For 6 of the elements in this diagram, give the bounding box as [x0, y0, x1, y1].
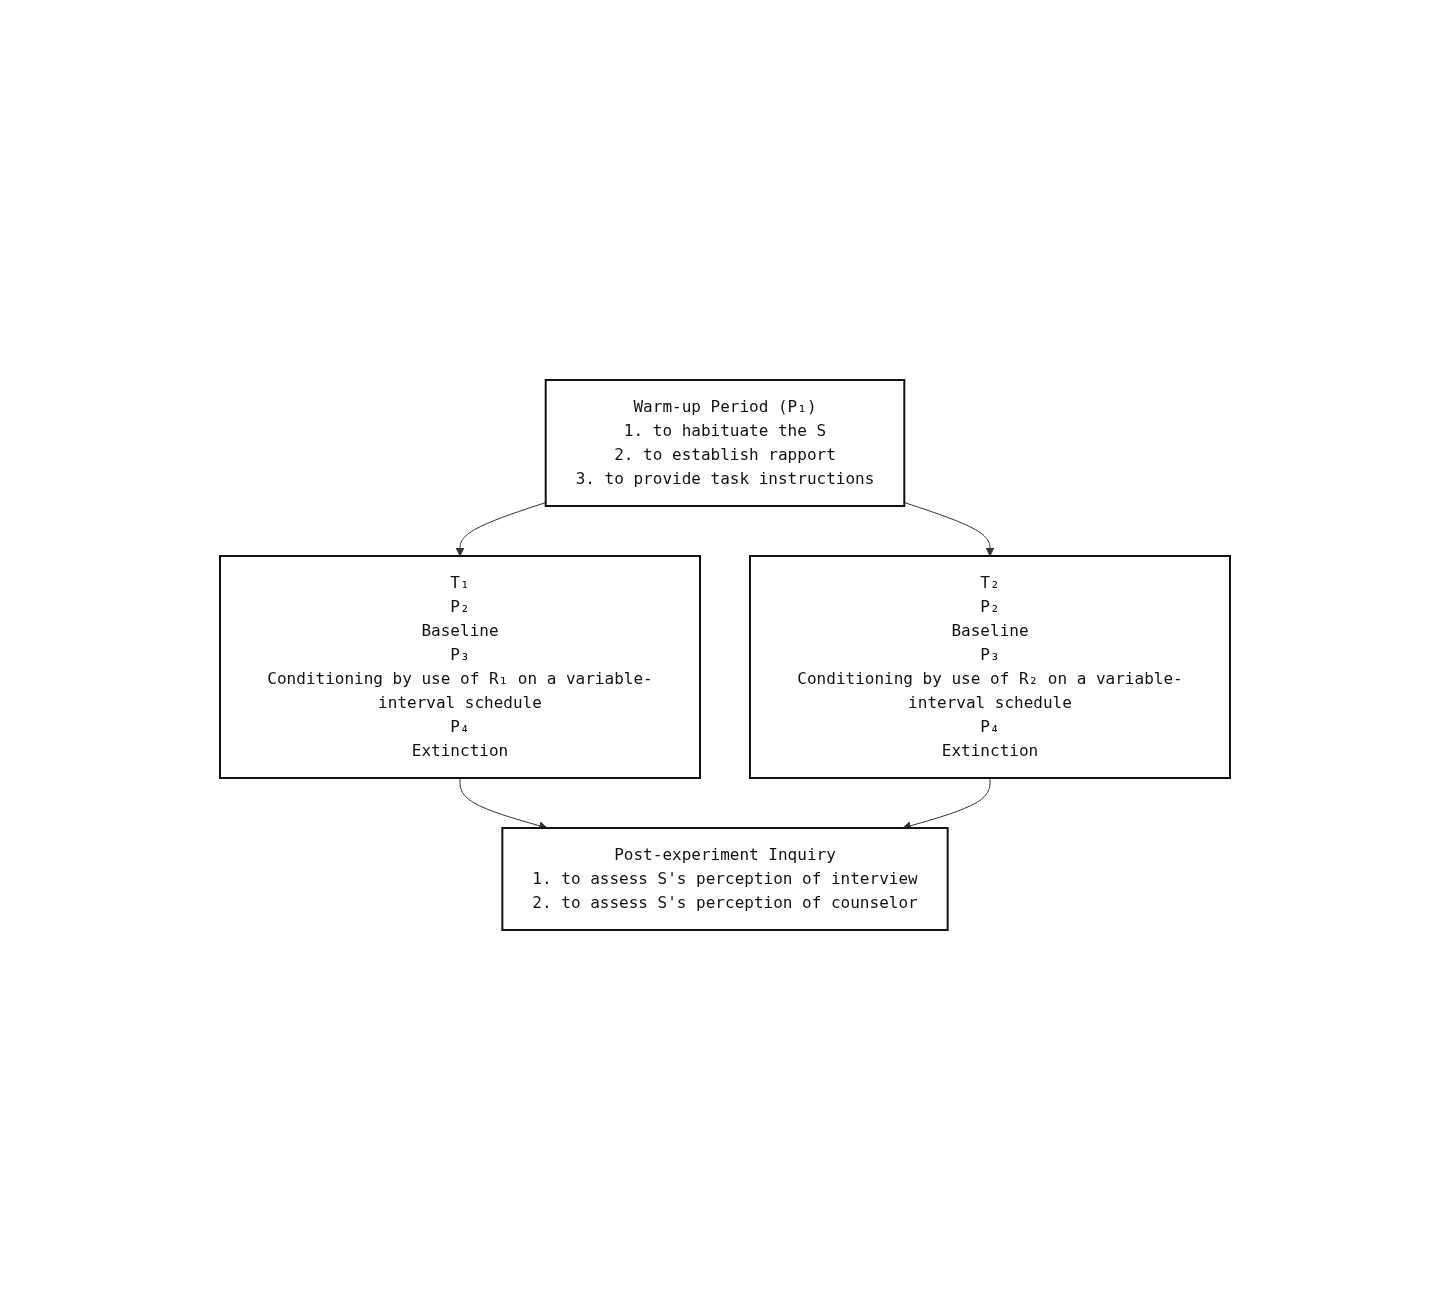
node-box: T₂ P₂ Baseline P₃ Conditioning by use of R₂ on a variable-interval schedule P₄ Extinction — [748, 555, 1231, 779]
node-box: Warm-up Period (P₁) 1. to habituate the S 2. to establish rapport 3. to provide task instructions — [544, 379, 905, 507]
arrow — [903, 502, 994, 557]
node-box: T₁ P₂ Baseline P₃ Conditioning by use of R₁ on a variable-interval schedule P₄ Extinction — [218, 555, 701, 779]
arrow — [455, 502, 546, 557]
node-box: Post-experiment Inquiry 1. to assess S's perception of interview 2. to assess S's perception of counselor — [500, 827, 949, 931]
